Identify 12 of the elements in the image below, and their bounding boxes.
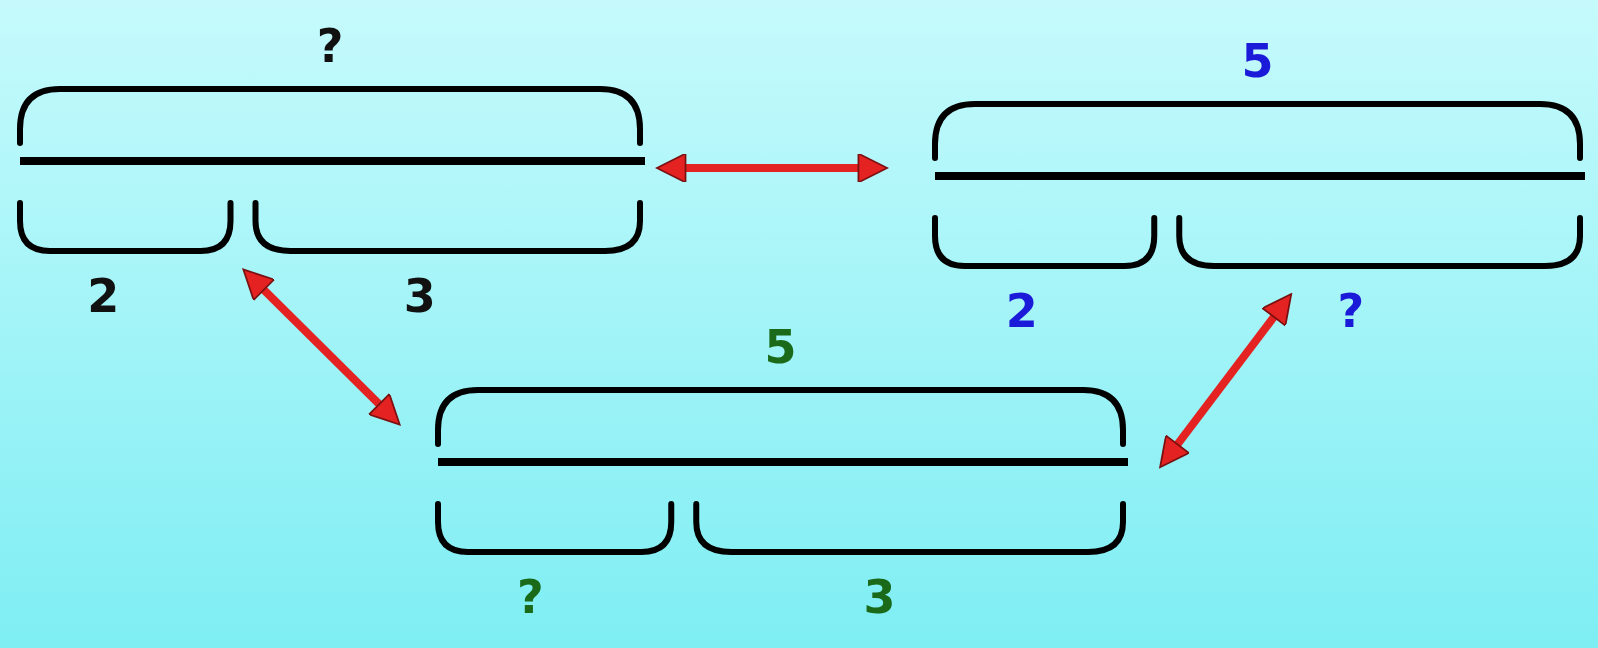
- double-arrow: [1159, 293, 1293, 469]
- whole-label: ?: [316, 21, 344, 71]
- part-label: ?: [516, 572, 544, 622]
- whole-label: 5: [1241, 36, 1274, 86]
- part-label: 2: [87, 271, 120, 321]
- part-label: ?: [1337, 286, 1365, 336]
- part-label: 3: [403, 271, 436, 321]
- part-label: 3: [863, 572, 896, 622]
- double-arrow: [242, 268, 401, 426]
- part-label: 2: [1005, 286, 1038, 336]
- double-arrow: [655, 152, 889, 184]
- whole-label: 5: [764, 322, 797, 372]
